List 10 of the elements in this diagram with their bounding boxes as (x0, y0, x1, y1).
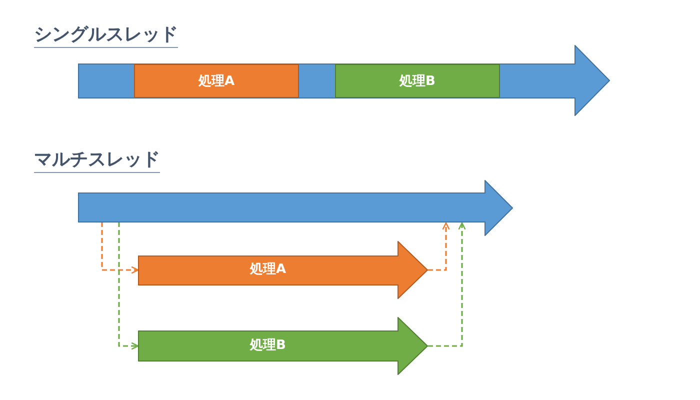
dashed-arrow (428, 222, 450, 271)
process-segment: 処理A (134, 64, 299, 98)
dashed-arrow (118, 222, 139, 350)
process-label: 処理B (248, 337, 287, 355)
process-label: 処理A (248, 261, 288, 279)
process-segment: 処理B (335, 64, 500, 98)
section-heading: マルチスレッド (34, 150, 160, 173)
dashed-arrow (428, 222, 466, 347)
dashed-arrow (101, 222, 139, 274)
section-heading: シングルスレッド (34, 25, 178, 48)
